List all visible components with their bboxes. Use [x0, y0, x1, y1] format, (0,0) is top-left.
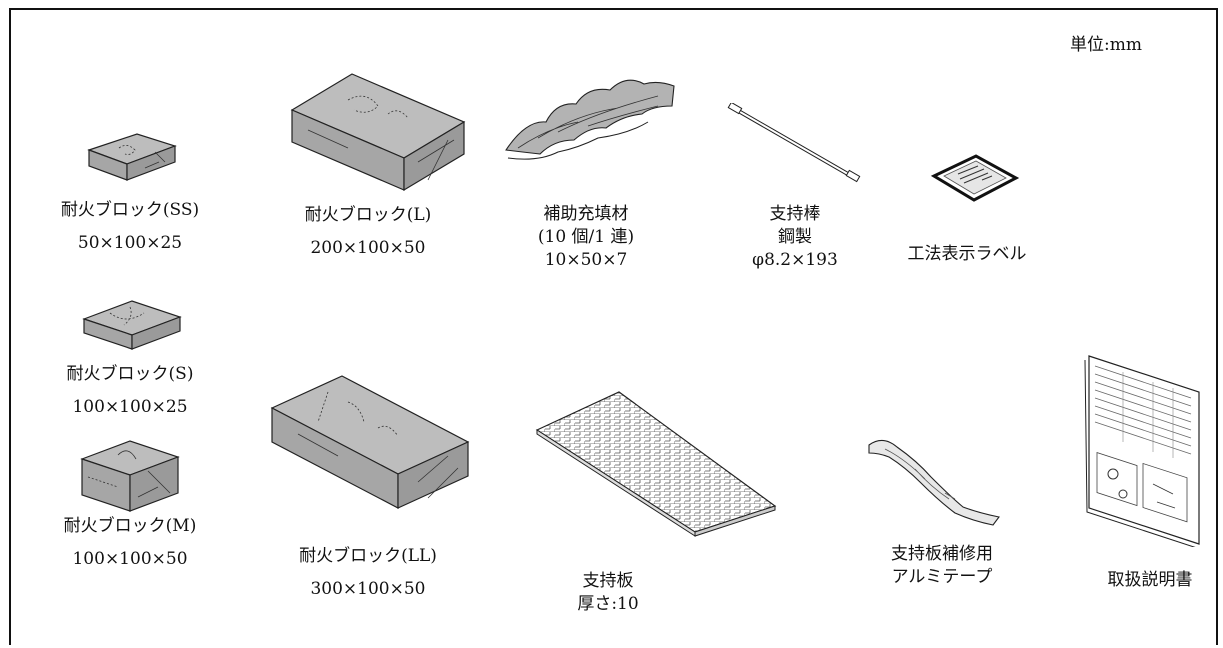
rod-size: φ8.2×193 — [752, 250, 838, 270]
tape-note: アルミテープ — [891, 567, 993, 587]
rod-illustration — [725, 103, 865, 185]
tape-caption: 支持板補修用 アルミテープ — [891, 543, 993, 589]
tape-illustration — [865, 433, 1005, 528]
block-ss-illustration — [85, 128, 180, 183]
tape-name: 支持板補修用 — [891, 544, 993, 564]
manual-name: 取扱説明書 — [1107, 570, 1193, 590]
block-l-size: 200×100×50 — [310, 238, 426, 258]
block-m-name: 耐火ブロック(M) — [63, 516, 197, 536]
label-name: 工法表示ラベル — [907, 244, 1027, 264]
unit-label: 単位:mm — [1070, 35, 1142, 55]
rod-note: 鋼製 — [777, 227, 812, 247]
block-ss-caption: 耐火ブロック(SS) 50×100×25 — [61, 199, 199, 255]
block-m-caption: 耐火ブロック(M) 100×100×50 — [64, 515, 197, 571]
filler-size: 10×50×7 — [544, 250, 628, 270]
block-l-caption: 耐火ブロック(L) 200×100×50 — [305, 204, 432, 260]
block-ll-illustration — [268, 372, 473, 512]
filler-note: (10 個/1 連) — [537, 227, 635, 247]
rod-caption: 支持棒 鋼製 φ8.2×193 — [752, 203, 838, 272]
block-ll-size: 300×100×50 — [310, 579, 426, 599]
plate-illustration — [535, 390, 780, 538]
block-s-size: 100×100×25 — [72, 397, 188, 417]
block-ll-name: 耐火ブロック(LL) — [299, 546, 437, 566]
block-ll-caption: 耐火ブロック(LL) 300×100×50 — [299, 545, 437, 601]
filler-name: 補助充填材 — [543, 204, 629, 224]
block-s-illustration — [80, 297, 185, 352]
manual-caption: 取扱説明書 — [1108, 569, 1193, 592]
block-s-caption: 耐火ブロック(S) 100×100×25 — [67, 363, 194, 419]
block-m-size: 100×100×50 — [72, 549, 188, 569]
label-caption: 工法表示ラベル — [908, 243, 1027, 266]
plate-size: 厚さ:10 — [577, 594, 639, 614]
block-l-illustration — [288, 70, 468, 195]
filler-caption: 補助充填材 (10 個/1 連) 10×50×7 — [538, 203, 634, 272]
label-illustration — [930, 152, 1020, 206]
block-ss-name: 耐火ブロック(SS) — [60, 200, 200, 220]
block-m-illustration — [78, 437, 183, 515]
block-l-name: 耐火ブロック(L) — [304, 205, 432, 225]
rod-name: 支持棒 — [769, 204, 821, 224]
block-ss-size: 50×100×25 — [77, 233, 183, 253]
plate-name: 支持板 — [582, 571, 634, 591]
manual-illustration — [1083, 352, 1208, 547]
filler-illustration — [498, 78, 683, 178]
plate-caption: 支持板 厚さ:10 — [577, 570, 638, 616]
diagram-frame — [9, 8, 1218, 645]
block-s-name: 耐火ブロック(S) — [66, 364, 194, 384]
